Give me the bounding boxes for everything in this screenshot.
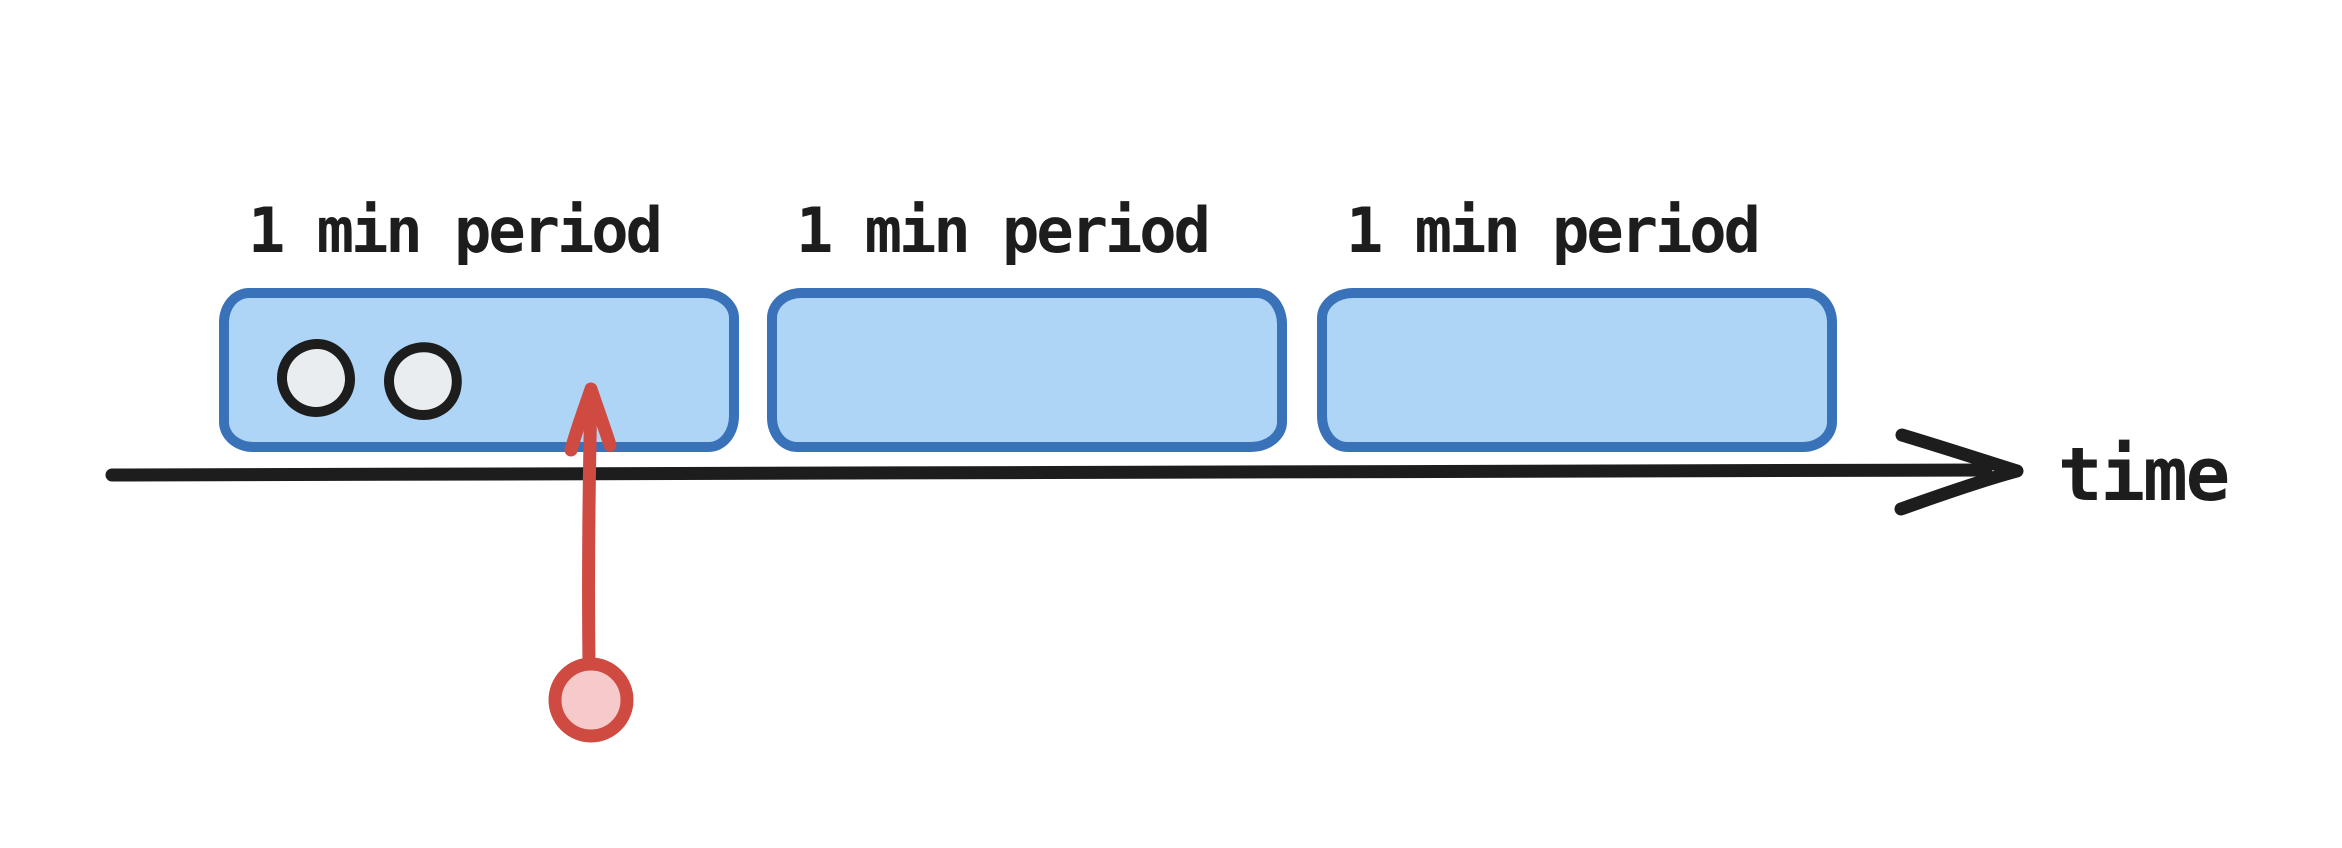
period-label-3: 1 min period (1346, 194, 1761, 267)
period-box-3 (1317, 288, 1837, 452)
time-axis-line (105, 463, 1993, 482)
period-label-2: 1 min period (796, 194, 1211, 267)
time-axis-arrowhead-icon (1894, 428, 2024, 516)
event-dot (277, 339, 355, 417)
axis-label: time (2058, 432, 2230, 518)
marker-origin-circle (548, 657, 634, 743)
period-box-2 (767, 288, 1287, 452)
period-box-1 (219, 288, 739, 452)
period-label-1: 1 min period (248, 194, 663, 267)
event-dot (376, 334, 470, 428)
